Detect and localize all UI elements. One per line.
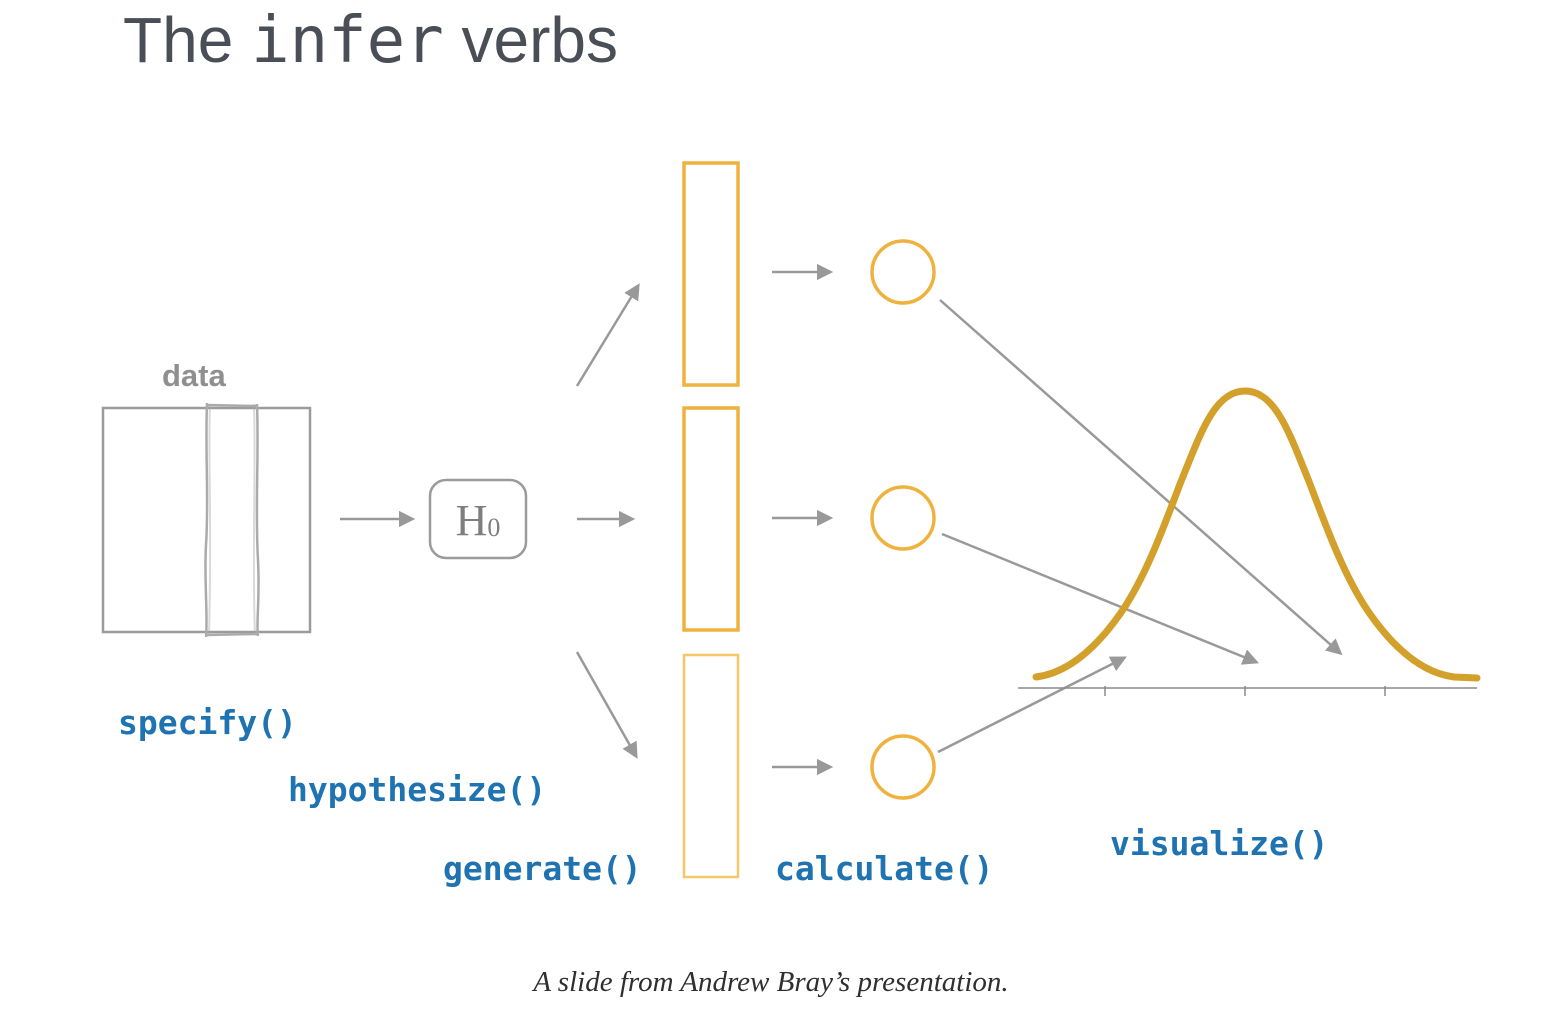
- title-prefix: The: [123, 4, 252, 76]
- h0-letter: H: [455, 495, 488, 545]
- replicate-bar-middle: [682, 406, 740, 632]
- stat-circle-top: [870, 239, 936, 305]
- label-visualize: visualize(): [1110, 824, 1329, 863]
- arrow-stat-top-to-distribution: [939, 299, 1343, 656]
- label-calculate: calculate(): [775, 849, 994, 888]
- label-hypothesize: hypothesize(): [288, 770, 547, 809]
- title-code-infer: infer: [251, 4, 444, 78]
- label-specify: specify(): [118, 703, 297, 742]
- page-title: The infer verbs: [123, 2, 618, 80]
- data-label: data: [162, 358, 226, 393]
- stat-circle-middle: [870, 485, 936, 551]
- null-distribution-curve: [1032, 387, 1481, 682]
- arrow-h0-to-bar-bottom: [575, 651, 638, 759]
- slide-caption: A slide from Andrew Bray’s presentation.: [533, 966, 1009, 998]
- title-suffix: verbs: [443, 4, 619, 76]
- replicate-bar-bottom: [682, 653, 740, 879]
- highlighted-column: [204, 402, 260, 638]
- arrow-stat-middle-to-distribution: [941, 532, 1260, 665]
- stat-circle-bottom: [870, 734, 936, 800]
- arrow-h0-to-bar-top: [575, 283, 640, 387]
- replicate-bar-top: [682, 161, 740, 387]
- h0-box: [428, 478, 528, 560]
- highlighted-column-texture: [208, 403, 256, 637]
- arrow-stat-bottom-to-distribution: [937, 656, 1127, 754]
- label-generate: generate(): [443, 849, 642, 888]
